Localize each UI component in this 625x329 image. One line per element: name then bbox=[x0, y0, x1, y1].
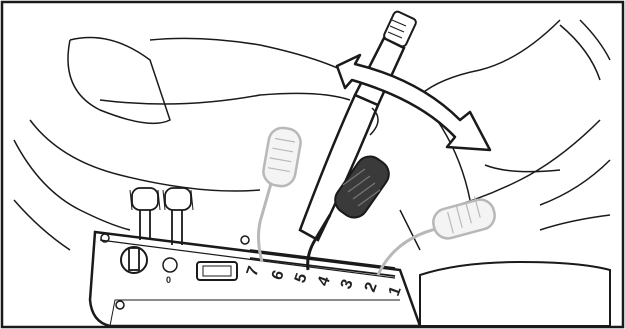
switch-label: 0 bbox=[166, 275, 171, 285]
screw-icon bbox=[241, 236, 249, 244]
right-cushion bbox=[420, 262, 610, 326]
ghost-knob-icon bbox=[259, 126, 303, 262]
connector-icon bbox=[130, 188, 193, 245]
display-window bbox=[197, 262, 237, 280]
control-panel bbox=[90, 232, 420, 326]
